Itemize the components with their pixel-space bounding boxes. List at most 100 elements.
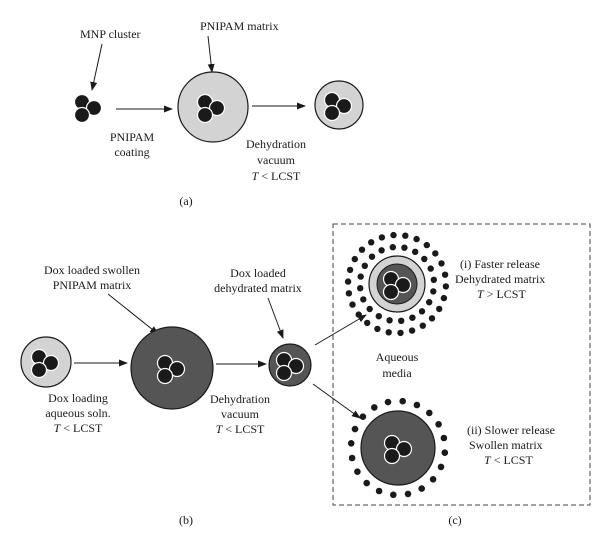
dox-molecule [399,397,407,405]
dehydration-temp: T < LCST [252,169,301,183]
faster-release-arrow [314,314,367,346]
faster-label-2: Dehydrated matrix [455,272,545,286]
released-dox-faster [344,231,450,337]
dehydration-b-label-1: Dehydration [210,392,270,406]
slower-label-1: (ii) Slower release [467,423,555,437]
released-dox-slower [347,397,449,499]
dox-molecule [429,476,437,483]
dox-molecule [419,322,426,329]
dox-molecule [384,398,392,406]
loading-label-1: Dox loading [48,391,108,405]
aqueous-label-1: Aqueous [376,350,419,364]
caption-c: (c) [448,513,461,527]
dox-molecule [351,425,359,433]
dox-molecule [426,409,433,417]
dox-molecule [408,327,416,334]
dox-molecule [386,317,393,324]
dox-molecule [402,232,409,239]
caption-a: (a) [179,194,192,208]
dox-molecule [357,273,364,280]
slower-label-2: Swollen matrix [469,438,543,452]
panel-c-border [332,223,591,506]
swollen-label-1: Dox loaded swollen [44,263,140,277]
dehydrated-label-2: dehydrated matrix [214,281,302,295]
dox-molecule [390,231,397,239]
dox-molecule [427,265,434,272]
swollen-label-2: PNIPAM matrix [53,278,132,292]
dox-molecule [364,319,371,327]
loading-label-2: aqueous soln. [45,406,110,420]
loading-temp: T < LCST [54,421,103,435]
dox-molecule [437,463,445,471]
panel-b: Dox loaded swollen PNIPAM matrix Dox loa… [20,263,312,527]
dehydrated-label-1: Dox loaded [230,266,286,280]
pnipam-matrix-label: PNIPAM matrix [200,19,279,33]
dox-molecule [389,244,396,251]
dox-molecule [413,235,420,243]
dox-molecule [360,296,367,303]
dox-molecule [347,440,355,447]
dox-molecule [368,239,375,246]
slower-release-arrow [312,383,361,419]
dox-molecule [442,283,450,290]
dox-molecule [441,271,449,278]
dox-molecule [390,491,397,499]
caption-b: (b) [179,513,193,527]
dox-molecule [375,313,382,320]
mnp-pointer [90,43,103,91]
dox-molecule [435,421,442,428]
coating-label-2: coating [114,145,149,159]
dox-molecule [440,294,448,302]
dox-molecule [421,255,428,263]
dox-molecule [428,315,436,322]
dox-molecule [412,248,419,255]
dox-molecule [351,255,358,263]
bare-mnp-cluster [73,93,103,124]
dox-molecule [374,325,381,333]
dox-molecule [397,329,404,337]
dox-molecule [430,276,437,283]
panel-a: MNP cluster PNIPAM matrix PNIPAM coating… [73,19,364,208]
dox-molecule [359,413,367,421]
dox-molecule [361,262,368,269]
dox-molecule [357,285,364,292]
dehydrated-pointer [267,297,284,339]
dox-molecule [344,278,352,285]
dox-molecule [363,479,371,487]
faster-label-1: (i) Faster release [460,257,540,271]
dox-molecule [345,290,353,297]
dehydration-label-2: vacuum [257,153,296,167]
dox-molecule [375,487,383,495]
dehydration-b-label-2: vacuum [221,407,260,421]
dox-molecule [349,301,356,308]
dox-molecule [398,317,405,324]
dox-molecule [436,305,443,313]
dox-molecule [432,250,439,257]
aqueous-label-2: media [382,366,412,380]
dox-molecule [418,485,426,492]
dox-molecule [404,490,412,498]
dehydration-b-temp: T < LCST [216,422,265,436]
dox-molecule [423,241,430,249]
dox-molecule [438,260,445,267]
dox-molecule [440,434,448,442]
dox-molecule [368,253,376,260]
dox-molecule [430,288,437,295]
dox-molecule [401,244,408,251]
dehydration-label-1: Dehydration [246,137,306,151]
dox-molecule [354,468,361,476]
dox-molecule [441,449,449,457]
dox-molecule [371,404,378,411]
slower-temp: T < LCST [484,453,533,467]
dox-molecule [378,247,385,254]
dox-molecule [355,311,362,318]
faster-temp: T > LCST [477,287,526,301]
panel-c: (i) Faster release Dehydrated matrix T >… [312,223,591,527]
dox-molecule [426,299,433,306]
dox-molecule [366,305,373,313]
dox-molecule [385,329,392,336]
dox-molecule [348,454,356,462]
mnp-cluster-label: MNP cluster [80,27,141,41]
dox-molecule [358,246,366,253]
